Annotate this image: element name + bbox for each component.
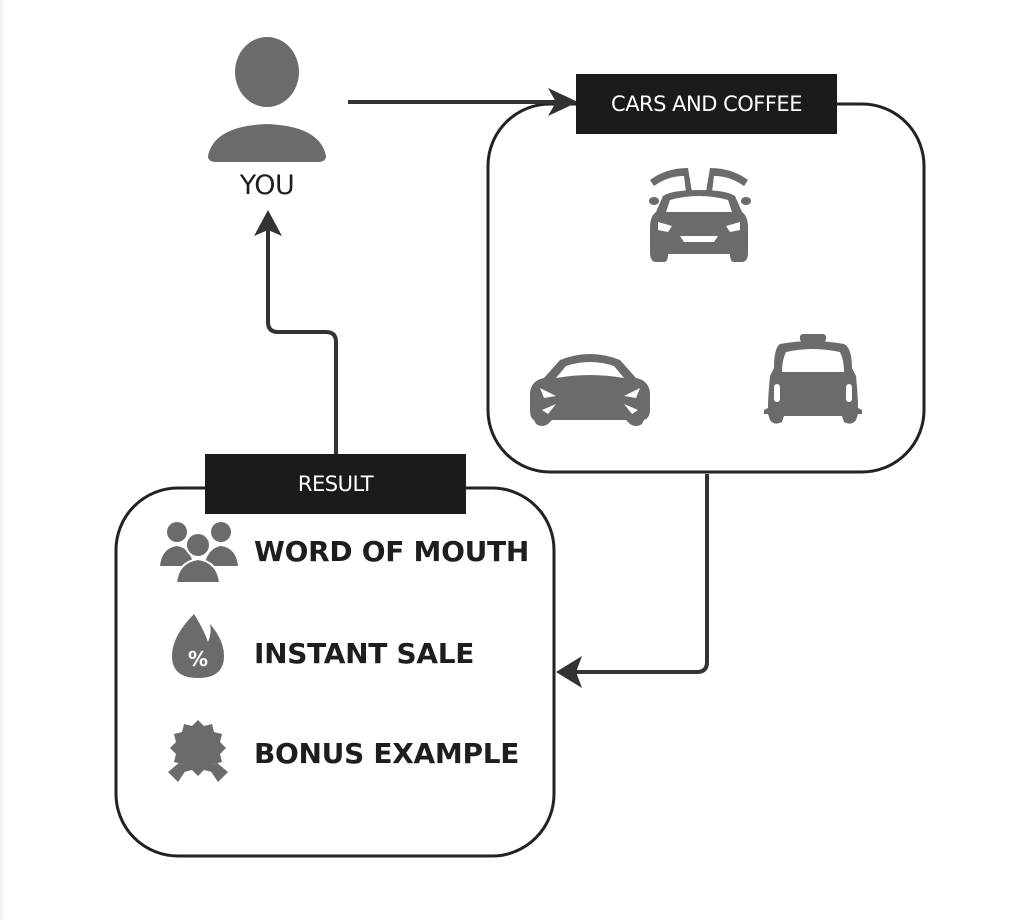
hot-sale-percent-icon: % bbox=[172, 614, 224, 678]
cars-and-coffee-title: CARS AND COFFEE bbox=[576, 74, 837, 134]
arrow-you-to-cars bbox=[348, 88, 578, 116]
person-icon bbox=[208, 37, 326, 162]
you-label: YOU bbox=[239, 170, 295, 201]
arrow-cars-to-result bbox=[556, 474, 709, 688]
result-item-word-of-mouth: WORD OF MOUTH bbox=[254, 535, 529, 568]
taxi-icon bbox=[764, 334, 862, 424]
result-item-instant-sale: INSTANT SALE bbox=[254, 637, 475, 670]
result-item-bonus-example: BONUS EXAMPLE bbox=[254, 737, 520, 770]
result-title: RESULT bbox=[205, 454, 466, 514]
award-badge-icon bbox=[168, 720, 228, 782]
gullwing-car-icon bbox=[649, 168, 751, 262]
sports-car-icon bbox=[530, 354, 650, 426]
arrow-result-to-you bbox=[254, 210, 338, 454]
page-edge bbox=[0, 0, 3, 920]
svg-text:%: % bbox=[188, 647, 208, 671]
people-group-icon bbox=[160, 522, 238, 584]
